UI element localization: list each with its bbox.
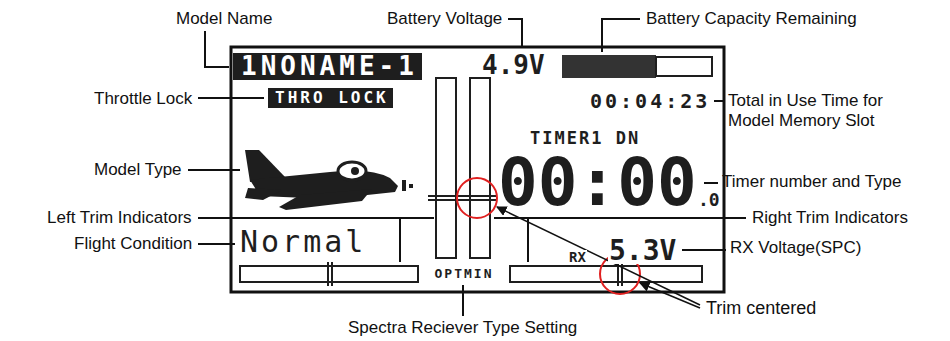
callout-label: Total in Use Time for Model Memory Slot: [728, 91, 918, 131]
model-name-box: 1NONAME-1: [233, 53, 422, 80]
battery-empty: [656, 57, 712, 76]
highlight-circle: [457, 178, 497, 218]
trim-marker: [428, 195, 497, 197]
leader-line: [527, 218, 529, 262]
battery-filled: [562, 55, 656, 78]
callout-label: Spectra Reciever Type Setting: [348, 318, 577, 338]
leader-line: [198, 243, 235, 245]
annotation-label: Trim centered: [706, 297, 816, 319]
battery-voltage: 4.9V: [482, 51, 545, 79]
trim-marker: [327, 262, 329, 286]
callout-label: Battery Voltage: [387, 9, 502, 29]
canopy: [338, 162, 366, 180]
timer-tenths: .0: [698, 191, 720, 209]
callout-label: Model Type: [94, 160, 182, 180]
pilot: [351, 167, 359, 175]
leader-line: [462, 285, 464, 316]
screen-frame: [231, 47, 724, 292]
receiver-type: OPTMIN: [420, 266, 508, 282]
callout-label: Right Trim Indicators: [752, 208, 908, 228]
propeller: [402, 180, 406, 191]
leader-line: [602, 19, 640, 52]
right-vertical-trim: [470, 78, 490, 258]
right-horizontal-trim: [510, 266, 702, 282]
leader-line: [205, 31, 229, 67]
use-time: 00:04:23: [590, 90, 710, 112]
pointer-arrow: [497, 207, 700, 305]
battery-bar: [562, 55, 712, 78]
callout-label: Left Trim Indicators: [47, 208, 192, 228]
timer-type: TIMER1 DN: [530, 128, 640, 148]
leader-line: [188, 169, 240, 171]
callout-label: Model Name: [176, 9, 272, 29]
spinner: [409, 184, 413, 188]
stabilizer: [245, 188, 282, 200]
throttle-lock-box: THRO LOCK: [268, 88, 393, 108]
left-vertical-trim: [436, 78, 456, 258]
rx-voltage: 5.3V: [608, 238, 677, 264]
callout-label: Throttle Lock: [94, 89, 192, 109]
callout-label: Battery Capacity Remaining: [646, 9, 857, 29]
wing: [279, 189, 372, 210]
box-text: 1NONAME-1: [241, 53, 418, 80]
airplane-icon: [245, 150, 413, 210]
horizontal-trim-bars: [240, 262, 702, 286]
pointer-arrow: [640, 283, 700, 308]
trim-marker: [428, 199, 497, 201]
leader-line: [704, 182, 718, 184]
rx-label: RX: [568, 250, 587, 264]
trim-marker: [621, 262, 623, 286]
leader-line: [508, 19, 522, 48]
callout-label: Timer number and Type: [722, 172, 902, 192]
callout-label: Flight Condition: [74, 234, 192, 254]
leader-line: [198, 217, 434, 219]
leader-lines: [188, 19, 746, 316]
callout-label: RX Voltage(SPC): [730, 238, 861, 258]
vertical-trim-bars: [428, 78, 497, 258]
leader-line: [198, 97, 264, 99]
leader-line: [714, 100, 724, 102]
trim-marker: [331, 262, 333, 286]
box-text: THRO LOCK: [275, 88, 389, 108]
leader-line: [399, 218, 401, 262]
leader-line: [682, 249, 726, 251]
flight-condition: Normal: [240, 227, 366, 257]
timer-value: 00:00: [498, 150, 697, 216]
leader-line: [494, 217, 746, 219]
